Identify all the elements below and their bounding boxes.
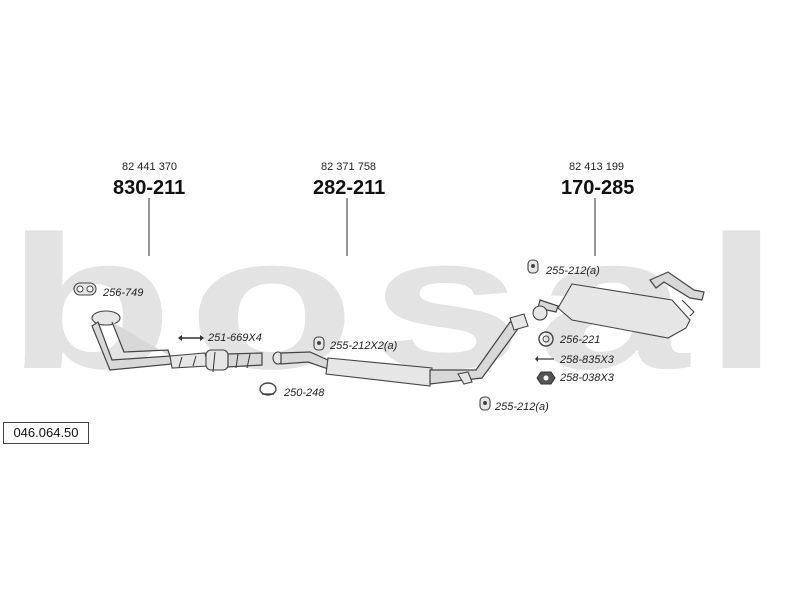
rear-flange [532, 305, 548, 321]
section-callout-2: 82 371 758 282-211 [313, 161, 385, 256]
front-flange [91, 310, 121, 326]
section-callout-3: 82 413 199 170-285 [561, 161, 634, 256]
fitting-255-212X2a: 255-212X2(a) [313, 336, 398, 352]
rubber-mount-icon [479, 396, 491, 411]
bolt-icon [178, 335, 204, 341]
fitting-label: 250-248 [283, 387, 325, 399]
fitting-label: 255-212(a) [545, 265, 600, 277]
fitting-label: 256-221 [559, 334, 600, 346]
fitting-256-221: 256-221 [538, 331, 600, 347]
reference-number: 046.064.50 [3, 422, 89, 444]
section-code: 82 441 370 [122, 161, 177, 173]
section-part-number: 830-211 [113, 177, 185, 199]
section-callout-1: 82 441 370 830-211 [113, 161, 185, 256]
intermediate-hanger [457, 371, 473, 385]
gasket-icon [73, 282, 97, 296]
flex-joint [205, 349, 229, 371]
fitting-258-835X3: 258-835X3 [535, 354, 615, 366]
rear-silencer-body [557, 283, 691, 339]
fitting-label: 258-038X3 [559, 372, 615, 384]
rear-silencer [532, 271, 705, 339]
fitting-label: 255-212(a) [494, 401, 549, 413]
pipe-hangers [178, 351, 251, 373]
fitting-255-212a-upper: 255-212(a) [527, 259, 600, 277]
tailpipe [649, 271, 705, 301]
rubber-mount-icon [313, 336, 325, 351]
intermediate-pipe [272, 313, 529, 387]
fitting-label: 251-669X4 [207, 332, 262, 344]
section-code: 82 413 199 [569, 161, 624, 173]
nut-icon [536, 371, 556, 385]
fitting-258-038X3: 258-038X3 [536, 371, 615, 385]
tailpipe-hanger [681, 299, 695, 317]
front-pipe-second-runner [111, 321, 171, 357]
fitting-256-749: 256-749 [73, 282, 143, 299]
front-pipe-tail [227, 352, 263, 368]
fitting-label: 258-835X3 [559, 354, 615, 366]
clamp-icon [259, 382, 277, 396]
section-part-number: 282-211 [313, 177, 385, 199]
front-pipe-section [169, 352, 209, 369]
front-pipe [91, 310, 263, 373]
fitting-label: 255-212X2(a) [329, 340, 398, 352]
section-code: 82 371 758 [321, 161, 376, 173]
fitting-251-669X4: 251-669X4 [178, 332, 262, 344]
gasket-icon [538, 331, 554, 347]
fitting-255-212a-lower: 255-212(a) [479, 396, 549, 413]
fitting-250-248: 250-248 [259, 382, 325, 399]
center-silencer [325, 357, 433, 387]
intermediate-pipe-outlet [509, 313, 529, 331]
section-part-number: 170-285 [561, 177, 634, 199]
bolt-icon [535, 356, 554, 362]
rubber-mount-icon [527, 259, 539, 274]
fitting-label: 256-749 [102, 287, 143, 299]
